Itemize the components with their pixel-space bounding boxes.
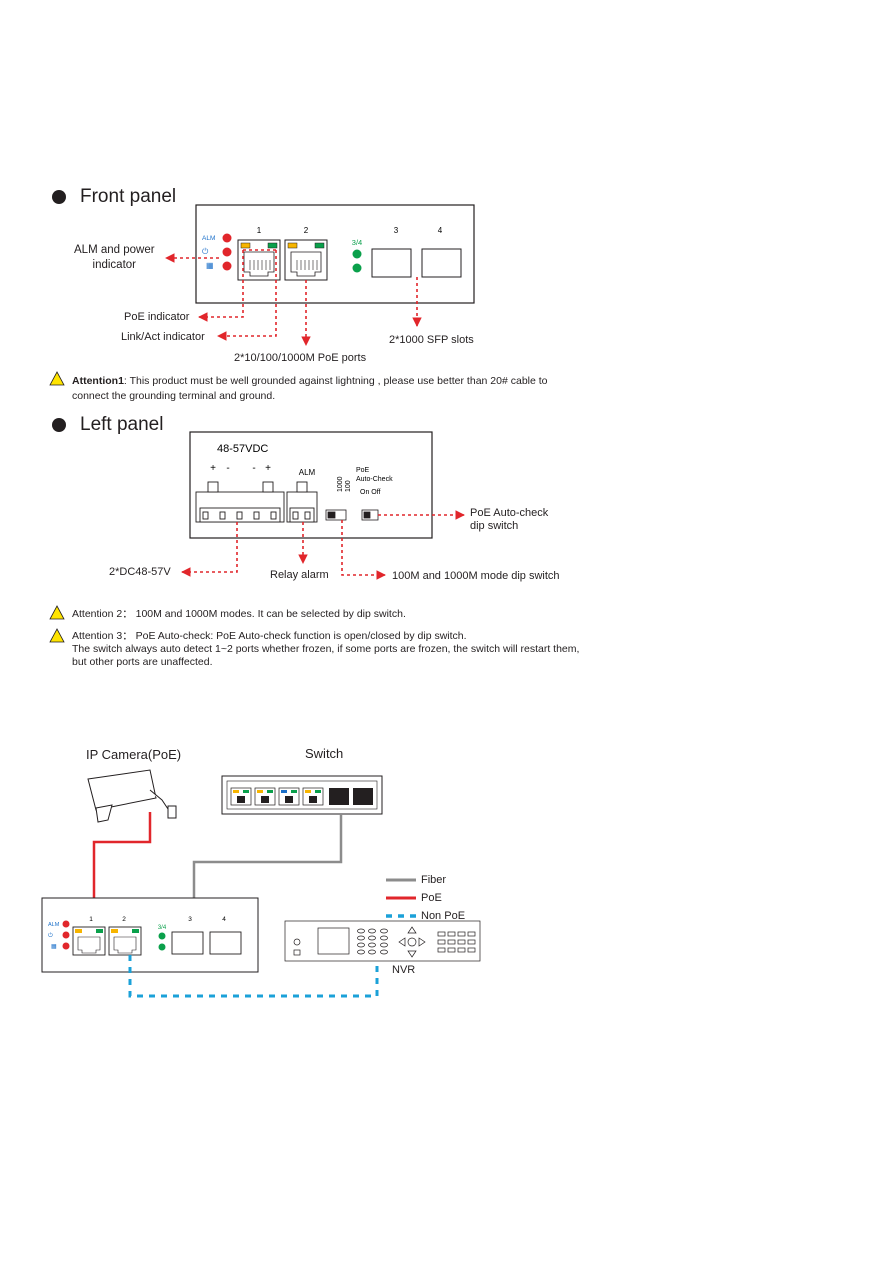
dc-terminal-block <box>195 481 285 523</box>
sfp4-led <box>352 263 362 273</box>
autocheck-label: Auto-Check <box>356 476 393 483</box>
attention-3-text2: The switch always auto detect 1~2 ports … <box>72 643 580 655</box>
front-panel-box <box>195 204 475 304</box>
polarity-2: - <box>226 463 229 474</box>
left-panel-box <box>189 431 433 539</box>
switch-device-icon <box>221 775 383 815</box>
ip-camera-icon <box>87 769 177 823</box>
speed-dip-switch[interactable] <box>325 509 347 521</box>
diagram-fault-label: ▦ <box>51 944 57 950</box>
non-poe-link <box>128 955 379 998</box>
attention-3: Attention 3： PoE Auto-check: PoE Auto-ch… <box>72 630 579 669</box>
polarity-1: + <box>210 463 216 474</box>
power-led <box>222 247 232 257</box>
on-off-label: On Off <box>360 489 381 496</box>
diagram-alm-label: ALM <box>48 922 60 928</box>
diagram-power-label: ⏻ <box>48 932 53 939</box>
poe-link <box>92 812 152 898</box>
switch-label: Switch <box>305 746 344 761</box>
warning-icon <box>49 628 65 643</box>
sfp-slot-4 <box>421 248 462 278</box>
poe-ports-callout: 2*10/100/1000M PoE ports <box>234 352 367 364</box>
speed-label-1000: 1000 <box>337 476 344 492</box>
fault-led <box>222 261 232 271</box>
link-act-callout: Link/Act indicator <box>121 331 205 343</box>
alm-power-callout-line1: ALM and power <box>74 244 155 256</box>
alm-power-callout-line2: indicator <box>92 259 136 271</box>
mode-switch-callout: 100M and 1000M mode dip switch <box>392 570 560 582</box>
camera-label: IP Camera(PoE) <box>86 747 182 762</box>
poe-indicator-callout: PoE indicator <box>124 311 190 323</box>
fiber-link <box>192 814 343 898</box>
fault-led-label: ▦ <box>206 261 214 270</box>
poe-label: PoE <box>356 467 370 474</box>
polarity-3: - <box>252 463 255 474</box>
nvr-label: NVR <box>392 964 416 976</box>
autocheck-switch-callout: PoE Auto-check dip switch <box>470 507 548 533</box>
attention-2: Attention 2： 100M and 1000M modes. It ca… <box>72 608 406 620</box>
attention-1-text2: connect the grounding terminal and groun… <box>72 390 276 402</box>
rj45-port-2 <box>284 239 328 281</box>
alm-power-callout: ALM and power indicator <box>74 243 155 273</box>
legend-fiber-label: Fiber <box>421 874 447 886</box>
port-number-4: 4 <box>438 226 443 235</box>
attention-3-text3: but other ports are unaffected. <box>72 656 213 668</box>
left-panel-heading: Left panel <box>52 414 163 436</box>
poe-switch-device-icon <box>41 897 259 973</box>
diagram-sfp-label: 3/4 <box>158 925 167 931</box>
port-number-1: 1 <box>257 226 262 235</box>
bullet-icon <box>52 418 66 432</box>
port-number-2: 2 <box>304 226 309 235</box>
warning-icon <box>49 371 65 386</box>
front-panel-title: Front panel <box>80 186 177 207</box>
left-panel-title: Left panel <box>80 414 164 435</box>
alm-terminal-label: ALM <box>299 468 316 477</box>
diagram-port-1: 1 <box>89 916 93 923</box>
polarity-4: + <box>265 463 271 474</box>
relay-callout: Relay alarm <box>270 569 329 581</box>
sfp-slot-3 <box>371 248 412 278</box>
bullet-icon <box>52 190 66 204</box>
diagram-port-4: 4 <box>222 916 226 923</box>
autocheck-callout-line2: dip switch <box>470 520 519 532</box>
attention-1-text: : This product must be well grounded aga… <box>123 375 548 387</box>
attention-1-label: Attention1 <box>72 375 124 387</box>
alm-terminal-block <box>286 481 318 523</box>
port-number-3: 3 <box>394 226 399 235</box>
alm-led <box>222 233 232 243</box>
diagram-port-3: 3 <box>188 916 192 923</box>
attention-1: Attention1: This product must be well gr… <box>72 374 548 404</box>
dc-callout: 2*DC48-57V <box>109 566 171 578</box>
nvr-device-icon <box>284 920 481 962</box>
diagram-port-2: 2 <box>122 916 126 923</box>
sfp3-led <box>352 249 362 259</box>
attention-3-text: Attention 3： PoE Auto-check: PoE Auto-ch… <box>72 630 467 642</box>
front-panel-heading: Front panel <box>52 186 176 208</box>
legend-nonpoe-label: Non PoE <box>421 910 466 922</box>
voltage-label: 48-57VDC <box>217 443 268 455</box>
legend-poe-label: PoE <box>421 892 442 904</box>
alm-led-label: ALM <box>202 235 215 242</box>
sfp-slots-callout: 2*1000 SFP slots <box>389 334 474 346</box>
rj45-port-1 <box>237 239 281 281</box>
warning-icon <box>49 605 65 620</box>
speed-label-100: 100 <box>345 480 352 492</box>
autocheck-callout-line1: PoE Auto-check <box>470 507 549 519</box>
power-led-label: ⏻ <box>202 247 209 256</box>
sfp-led-label: 3/4 <box>352 238 362 247</box>
